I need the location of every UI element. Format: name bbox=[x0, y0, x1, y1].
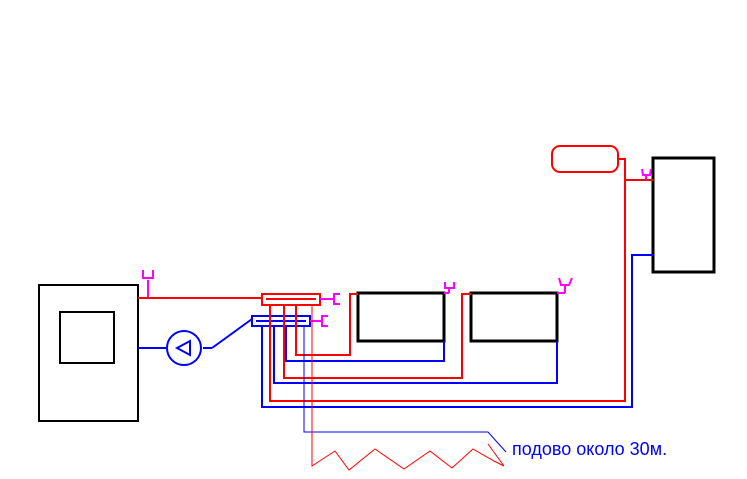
supply-manifold bbox=[261, 293, 340, 306]
expansion-vessel bbox=[551, 145, 619, 173]
radiator-1 bbox=[356, 282, 455, 343]
floor-heating-note: подово около 30м. bbox=[512, 439, 667, 459]
floor-loop-supply bbox=[311, 305, 505, 471]
air-vent-icon bbox=[557, 277, 573, 294]
return-manifold bbox=[251, 315, 328, 327]
air-vent-icon bbox=[320, 293, 340, 305]
boiler-window bbox=[59, 311, 115, 364]
air-vent-icon bbox=[142, 270, 154, 298]
pump-triangle-icon bbox=[166, 330, 202, 366]
return-pipe-radiator-1 bbox=[285, 326, 445, 362]
air-vent-icon bbox=[310, 315, 328, 327]
return-main-pipe bbox=[138, 318, 253, 349]
supply-pipe-radiator-1 bbox=[295, 293, 358, 356]
return-pipe-tall-radiator bbox=[261, 254, 653, 408]
supply-pipe-radiator-2 bbox=[283, 293, 471, 379]
air-vent-icon bbox=[641, 168, 652, 180]
air-vent-icon bbox=[444, 282, 455, 294]
return-pipe-radiator-2 bbox=[273, 326, 558, 384]
boiler bbox=[38, 284, 139, 422]
tall-radiator bbox=[651, 156, 716, 274]
floor-loop-return bbox=[303, 326, 507, 453]
radiator-2 bbox=[469, 277, 573, 343]
supply-pipe-tall-radiator bbox=[269, 158, 626, 402]
